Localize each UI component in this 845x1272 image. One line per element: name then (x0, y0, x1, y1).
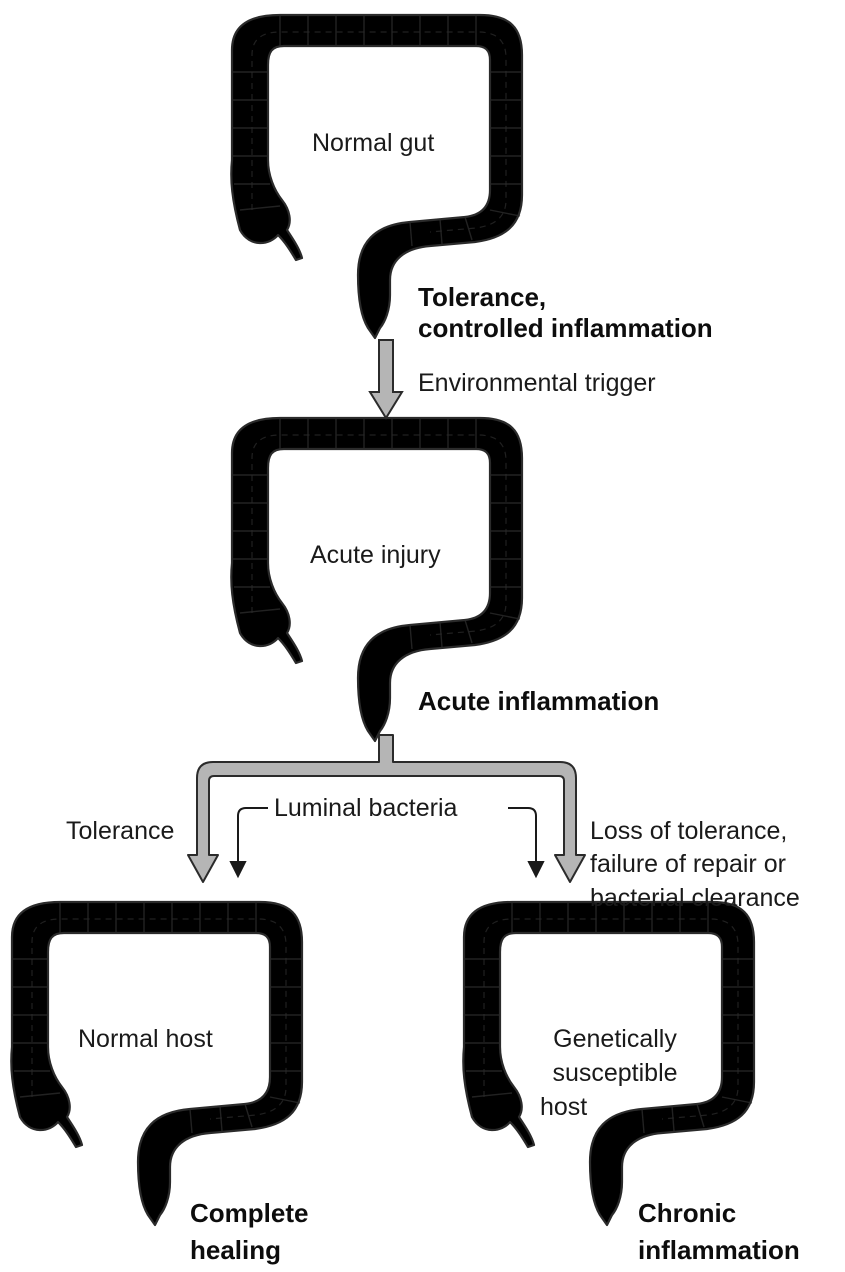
chronic-inflammation-line2: inflammation (638, 1234, 800, 1266)
loss-of-tolerance-line2: failure of repair or (590, 849, 786, 880)
normal-gut-label: Normal gut (312, 128, 434, 159)
normal-host-colon (11, 902, 302, 1225)
complete-healing-line2: healing (190, 1234, 281, 1266)
loss-of-tolerance-line3: bacterial clearance (590, 883, 800, 914)
loss-of-tolerance-line1: Loss of tolerance, (590, 816, 787, 847)
trigger-arrow (370, 340, 402, 418)
complete-healing-line1: Complete (190, 1197, 308, 1229)
luminal-bacteria-label: Luminal bacteria (271, 793, 460, 824)
tolerance-outcome-line2: controlled inflammation (418, 312, 713, 344)
environmental-trigger-label: Environmental trigger (418, 368, 656, 399)
genetically-susceptible-line1: Genetically (540, 1024, 690, 1055)
chronic-inflammation-line1: Chronic (638, 1197, 736, 1229)
tolerance-branch-label: Tolerance (66, 816, 174, 847)
normal-host-label: Normal host (78, 1024, 213, 1055)
tolerance-outcome-line1: Tolerance, (418, 281, 546, 313)
acute-inflammation-outcome: Acute inflammation (418, 685, 659, 717)
genetically-susceptible-line3: host (540, 1092, 587, 1123)
genetically-susceptible-line2: susceptible (540, 1058, 690, 1089)
acute-injury-label: Acute injury (310, 540, 441, 571)
